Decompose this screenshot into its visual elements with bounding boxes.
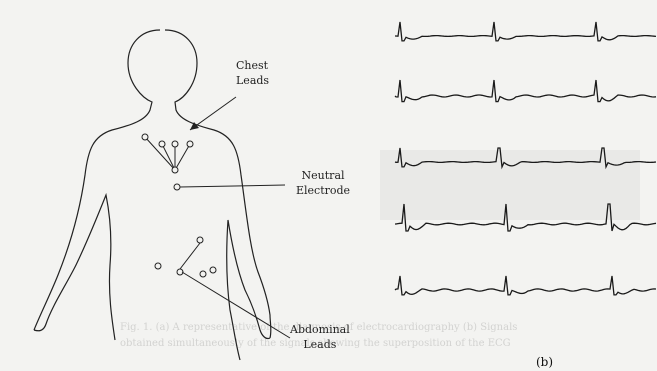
chest-leads-line-1: Chest [236, 58, 269, 73]
caption-faint-line-2: obtained simultaneously of the signals s… [120, 338, 657, 349]
abdominal-wire-1 [180, 243, 200, 269]
panel-b-label: (b) [536, 355, 553, 369]
chest-leads-label: Chest Leads [236, 58, 269, 88]
abdominal-electrode-2 [155, 263, 161, 269]
ecg-trace-4 [395, 204, 656, 231]
ecg-traces [395, 22, 656, 295]
abdominal-electrode-5 [210, 267, 216, 273]
abdominal-electrode-1 [197, 237, 203, 243]
abdominal-electrode-4 [200, 271, 206, 277]
chest-electrodes [142, 134, 193, 173]
chest-electrode-1 [142, 134, 148, 140]
abdominal-electrodes [155, 237, 216, 277]
chest-leads-line-2: Leads [236, 73, 269, 88]
chest-lead-wire-4 [175, 144, 190, 170]
chest-electrode-2 [159, 141, 165, 147]
chest-electrode-4 [187, 141, 193, 147]
ecg-trace-3 [395, 148, 656, 167]
neutral-electrode-pointer [180, 185, 285, 187]
neutral-electrode-line-2: Electrode [296, 183, 350, 198]
chest-electrode-3 [172, 141, 178, 147]
chest-leads-pointer [190, 97, 236, 130]
neutral-electrode-label: Neutral Electrode [296, 168, 350, 198]
neutral-electrode-line-1: Neutral [296, 168, 350, 183]
left-arm-inner [34, 195, 115, 340]
chest-lead-wire-2 [162, 144, 175, 170]
ecg-trace-1 [395, 22, 656, 41]
ecg-trace-5 [395, 276, 656, 295]
caption-faint-line-1: Fig. 1. (a) A representative of the diag… [120, 322, 657, 333]
ecg-trace-2 [395, 80, 656, 102]
chest-junction [172, 167, 178, 173]
neutral-electrode [174, 184, 180, 190]
